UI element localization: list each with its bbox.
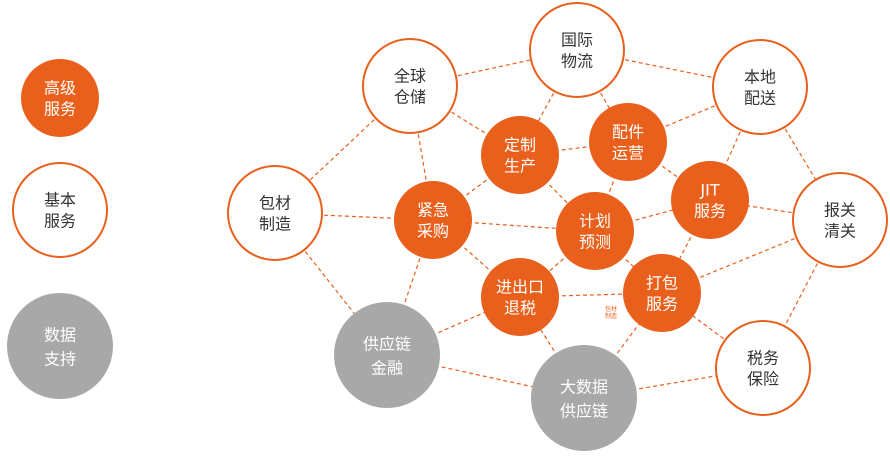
node-intl-logistics-circle — [529, 2, 625, 98]
legend-advanced-label-line-2: 服务 — [44, 99, 76, 118]
node-emergency-purchase-circle — [394, 181, 472, 259]
nodes-layer: 全球仓储国际物流本地配送包材制造报关清关税务保险定制生产配件运营JIT服务紧急采… — [227, 2, 888, 451]
legend-advanced-label-line-1: 高级 — [44, 78, 76, 97]
node-customs-circle — [792, 172, 888, 268]
node-jit-service-label-line-2: 服务 — [694, 201, 726, 220]
node-local-delivery-circle — [712, 39, 808, 135]
node-packing-service-label-line-1: 打包 — [646, 273, 678, 292]
node-packing-service-circle — [623, 254, 701, 332]
node-plan-forecast-label-line-2: 预测 — [579, 232, 611, 251]
small-annotation-line-1: 包材 — [605, 305, 617, 313]
node-parts-ops-label-line-2: 运营 — [612, 143, 644, 162]
node-packaging-mfg-label-line-1: 包材 — [259, 193, 291, 212]
node-parts-ops-circle — [589, 103, 667, 181]
node-supply-chain-finance-circle — [334, 302, 440, 408]
node-supply-chain-finance-label-line-2: 金融 — [371, 358, 403, 377]
node-customs-label-line-1: 报关 — [824, 200, 856, 219]
legend-data-label-line-1: 数据 — [44, 325, 76, 344]
legend-advanced-circle — [21, 59, 99, 137]
node-jit-service: JIT 服务 — [671, 161, 749, 239]
node-custom-production-label-line-2: 生产 — [504, 156, 536, 175]
node-jit-service-circle — [671, 161, 749, 239]
node-global-warehouse-label-line-1: 全球 — [394, 66, 426, 85]
small-annotation-line-2: 制造 — [605, 312, 617, 320]
node-tax-insurance-circle — [715, 320, 811, 416]
node-emergency-purchase-label-line-2: 采购 — [417, 221, 449, 240]
legend-basic-circle — [12, 162, 108, 258]
node-big-data-supply-chain-label-line-1: 大数据 — [560, 377, 608, 396]
node-global-warehouse-label-line-2: 仓储 — [394, 87, 426, 106]
node-global-warehouse-circle — [362, 38, 458, 134]
node-supply-chain-finance-label-line-1: 供应链 — [363, 334, 411, 353]
legend-data-circle — [7, 293, 113, 399]
link-packaging-mfg-to-emergency-purchase — [274, 212, 434, 221]
node-customs-label-line-2: 清关 — [824, 221, 856, 240]
legend-basic-label-line-2: 服务 — [44, 211, 76, 230]
node-intl-logistics-label-line-2: 物流 — [561, 51, 593, 70]
node-import-export-rebate-label-line-1: 进出口 — [496, 277, 544, 296]
node-intl-logistics-label-line-1: 国际 — [561, 30, 593, 49]
node-packaging-mfg-circle — [227, 165, 323, 261]
node-tax-insurance-label-line-2: 保险 — [747, 369, 779, 388]
node-custom-production-label-line-1: 定制 — [504, 135, 536, 154]
node-emergency-purchase-label-line-1: 紧急 — [417, 200, 449, 219]
node-parts-ops-label-line-1: 配件 — [612, 122, 644, 141]
node-import-export-rebate-circle — [481, 258, 559, 336]
legend-basic-label-line-1: 基本 — [44, 190, 76, 209]
node-import-export-rebate-label-line-2: 退税 — [504, 298, 536, 317]
node-plan-forecast-label-line-1: 计划 — [579, 211, 611, 230]
node-tax-insurance-label-line-1: 税务 — [747, 348, 779, 367]
node-big-data-supply-chain-label-line-2: 供应链 — [560, 401, 608, 420]
node-local-delivery-label-line-1: 本地 — [744, 67, 776, 86]
node-local-delivery-label-line-2: 配送 — [744, 88, 776, 107]
link-emergency-purchase-to-import-export-rebate — [432, 219, 521, 298]
node-big-data-supply-chain-circle — [531, 345, 637, 451]
legend-data-label-line-2: 支持 — [44, 349, 76, 368]
node-plan-forecast-circle — [556, 192, 634, 270]
node-jit-service-label-line-1: JIT — [699, 180, 719, 199]
node-packing-service-label-line-2: 服务 — [646, 294, 678, 313]
node-packaging-mfg-label-line-2: 制造 — [259, 214, 291, 233]
node-custom-production-circle — [481, 116, 559, 194]
